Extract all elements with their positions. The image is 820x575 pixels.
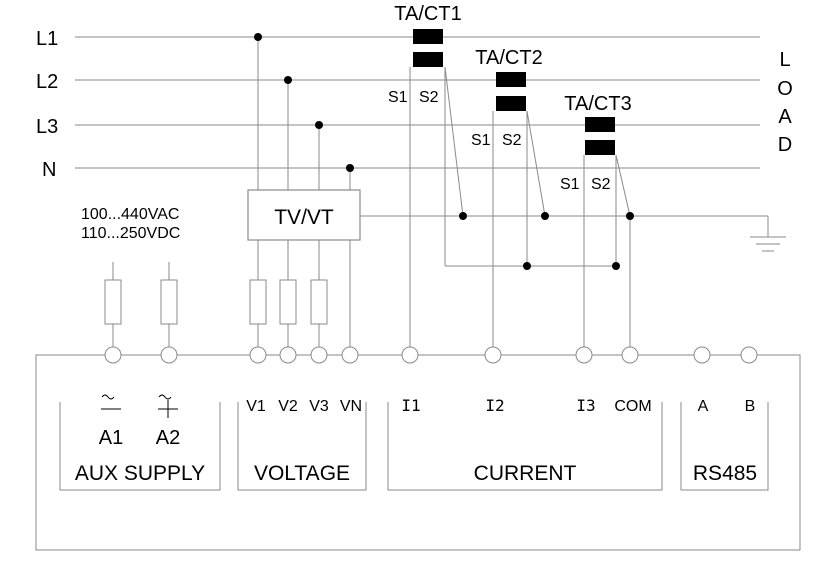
label-l3: L3: [36, 116, 58, 138]
ct1-core-bottom: [413, 52, 443, 67]
terminal-v3: [310, 346, 328, 364]
terminal-v1: [249, 346, 267, 364]
label-n: N: [42, 159, 56, 181]
terminal-i1: [401, 346, 419, 364]
ct2-label: TA/CT2: [475, 47, 542, 69]
label-i1: I1: [401, 396, 420, 415]
ct2-core-top: [496, 72, 526, 87]
label-rs485-a: A: [698, 398, 709, 415]
junction-l3: [315, 121, 323, 129]
group-rs485-bracket: [680, 402, 769, 491]
group-aux-label: AUX SUPPLY: [75, 462, 205, 485]
label-rs485-b: B: [745, 398, 756, 415]
label-a1: A1: [99, 427, 123, 449]
terminal-com: [621, 346, 639, 364]
terminal-a1: [104, 346, 122, 364]
label-l2: L2: [36, 71, 58, 93]
ct3-core-top: [585, 117, 615, 132]
fuse-icon: [249, 279, 267, 325]
junction-earth-1: [459, 212, 467, 220]
load-letter-a: A: [778, 106, 792, 128]
ct3: [585, 117, 615, 155]
ct2-core-bottom: [496, 96, 526, 111]
terminal-i2: [484, 346, 502, 364]
group-rs485-label: RS485: [693, 462, 757, 485]
junction-com-1: [523, 262, 531, 270]
ct1-core-top: [413, 29, 443, 44]
terminal-a2: [160, 346, 178, 364]
label-i3: I3: [576, 396, 595, 415]
group-current-label: CURRENT: [474, 462, 577, 485]
instrument-outline: [35, 354, 801, 551]
terminal-v2: [279, 346, 297, 364]
ct3-s2: S2: [591, 176, 611, 193]
ct1-s1: S1: [388, 89, 408, 106]
ct2: [496, 72, 526, 111]
ct3-core-bottom: [585, 140, 615, 155]
load-letter-d: D: [778, 134, 792, 156]
ct3-s1: S1: [560, 176, 580, 193]
junction-l1: [254, 33, 262, 41]
group-current-bracket: [387, 402, 663, 491]
aux-range-dc: 110...250VDC: [81, 225, 180, 242]
load-letter-l: L: [779, 49, 790, 71]
fuse-icon: [104, 279, 122, 325]
ac-minus-icon: [101, 394, 121, 410]
group-voltage-label: VOLTAGE: [254, 462, 350, 485]
fuse-icon: [279, 279, 297, 325]
ground-icon: [750, 236, 786, 252]
label-l1: L1: [36, 28, 58, 50]
load-letter-o: O: [777, 78, 793, 100]
junction-earth-3: [626, 212, 634, 220]
label-a2: A2: [156, 427, 180, 449]
ct1-label: TA/CT1: [394, 3, 461, 25]
terminal-b: [740, 346, 758, 364]
ac-plus-icon: [158, 394, 178, 418]
label-i2: I2: [485, 396, 504, 415]
tv-vt-label: TV/VT: [274, 206, 334, 229]
label-vn: VN: [340, 398, 362, 415]
group-voltage-bracket: [237, 402, 367, 491]
terminal-i3: [575, 346, 593, 364]
junction-l2: [284, 76, 292, 84]
ct2-s2: S2: [502, 132, 522, 149]
tv-vt-box: [247, 189, 361, 241]
group-aux-bracket: [59, 402, 221, 491]
junction-earth-2: [541, 212, 549, 220]
label-v2: V2: [278, 398, 298, 415]
aux-range-ac: 100...440VAC: [81, 206, 179, 223]
fuse-icon: [160, 279, 178, 325]
label-v3: V3: [309, 398, 329, 415]
terminal-vn: [341, 346, 359, 364]
junction-n: [346, 164, 354, 172]
label-v1: V1: [246, 398, 266, 415]
label-com: COM: [614, 398, 651, 415]
terminal-a: [693, 346, 711, 364]
fuse-icon: [310, 279, 328, 325]
ct-secondary-wires: [360, 66, 769, 355]
ct3-label: TA/CT3: [564, 93, 631, 115]
ct1-s2: S2: [419, 89, 439, 106]
junction-com-2: [612, 262, 620, 270]
ct2-s1: S1: [471, 132, 491, 149]
ct1: [413, 29, 443, 67]
